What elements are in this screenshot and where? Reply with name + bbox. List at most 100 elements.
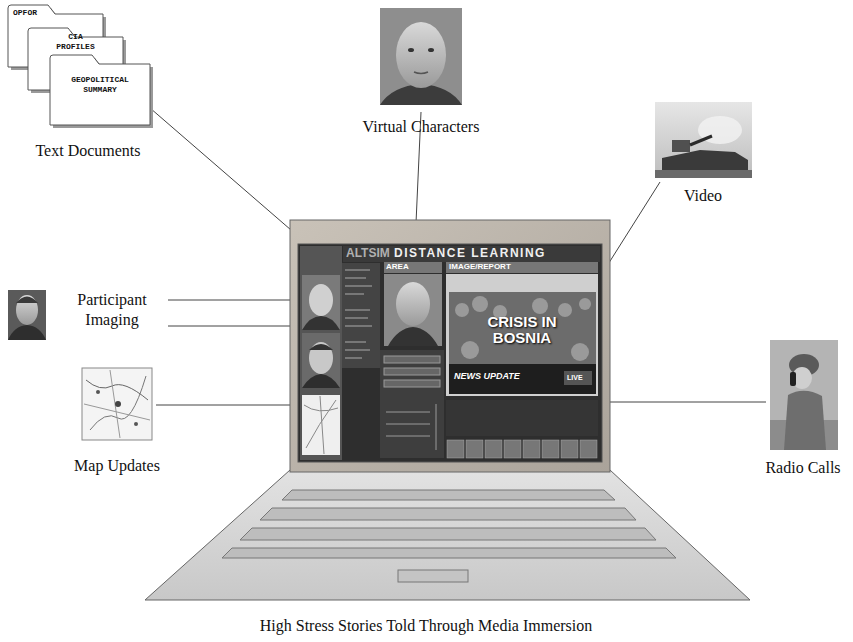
laptop-screen [345, 277, 366, 279]
video-photo [655, 170, 752, 178]
laptop-screen [342, 263, 380, 368]
laptop-screen [447, 440, 464, 458]
leader-line [168, 326, 304, 327]
folder-shape [50, 55, 150, 125]
laptop-screen [290, 220, 610, 472]
laptop-screen [298, 244, 602, 462]
laptop-screen [523, 440, 540, 458]
participant-photo [8, 290, 46, 340]
laptop-screen [384, 356, 440, 363]
laptop-screen [345, 270, 372, 358]
screen-title: DISTANCE LEARNING [394, 247, 546, 260]
portrait-photo [408, 48, 414, 52]
laptop-screen [384, 380, 440, 387]
laptop-screen [579, 298, 591, 310]
portrait-photo [414, 72, 428, 74]
media-label: Participant Imaging [60, 290, 164, 330]
laptop-screen [309, 284, 333, 316]
news-banner: NEWS UPDATE [454, 372, 520, 381]
laptop-screen [345, 309, 370, 311]
video-photo [655, 102, 752, 178]
media-label: Map Updates [74, 456, 160, 476]
laptop-screen [396, 282, 430, 326]
laptop-screen [571, 343, 589, 361]
laptop-screen [386, 436, 430, 437]
laptop-screen [446, 262, 598, 273]
laptop-screen [384, 274, 442, 346]
laptop-screen [449, 364, 596, 394]
video-photo [672, 140, 690, 152]
laptop-screen [466, 440, 483, 458]
leader-line [156, 405, 304, 406]
video-photo [690, 136, 712, 145]
laptop-screen [388, 327, 438, 346]
laptop-screen [561, 440, 578, 458]
portrait-photo [380, 8, 462, 105]
laptop-screen [309, 342, 333, 374]
laptop-base [145, 470, 750, 600]
laptop-screen [345, 293, 364, 295]
laptop-screen [302, 333, 340, 388]
laptop-base [222, 548, 676, 558]
laptop-screen [580, 440, 597, 458]
laptop-screen [532, 298, 548, 314]
laptop-screen [384, 356, 440, 450]
laptop-screen [345, 357, 362, 359]
laptop-screen [436, 404, 437, 450]
laptop-base [282, 490, 615, 500]
laptop-screen [302, 316, 340, 330]
media-label: Radio Calls [765, 458, 840, 478]
participant-photo [8, 290, 46, 340]
radio-photo [770, 340, 838, 450]
portrait-photo [396, 22, 446, 88]
folder-title: CIA PROFILES [53, 28, 98, 52]
folder-title: GEOPOLITICAL SUMMARY [65, 55, 135, 95]
video-photo [655, 102, 752, 178]
radio-photo [770, 340, 838, 450]
laptop-screen [345, 317, 368, 319]
portrait-photo [428, 48, 434, 52]
figure-caption: High Stress Stories Told Through Media I… [260, 616, 593, 636]
laptop-screen [302, 395, 340, 455]
laptop-screen [345, 341, 366, 343]
laptop-screen [485, 440, 502, 458]
participant-photo [16, 295, 38, 325]
laptop-screen [345, 269, 370, 271]
laptop-screen [343, 246, 600, 262]
laptop-screen [447, 440, 597, 458]
radio-photo [784, 391, 826, 450]
laptop-screen [302, 275, 340, 330]
screen-title: ALTSIM [346, 247, 390, 260]
media-label: Video [684, 186, 722, 206]
laptop-screen [558, 303, 572, 317]
portrait-photo [380, 8, 462, 105]
media-label: Virtual Characters [363, 117, 480, 137]
laptop-screen [461, 341, 479, 359]
participant-photo [16, 297, 38, 304]
map-icon [96, 390, 100, 394]
radio-photo [790, 372, 796, 386]
laptop-screen [446, 400, 598, 436]
laptop-base [398, 570, 468, 582]
laptop-screen [300, 246, 342, 460]
laptop-screen [455, 296, 591, 361]
map-icon [115, 401, 121, 407]
participant-photo [8, 325, 46, 340]
map-icon [82, 368, 152, 440]
laptop-base [260, 508, 636, 520]
map-icon [134, 422, 138, 426]
laptop-screen [542, 440, 559, 458]
laptop-screen [564, 371, 592, 385]
laptop-base [240, 528, 656, 540]
laptop-screen [380, 350, 444, 458]
laptop-screen [384, 368, 440, 375]
laptop-screen [449, 292, 596, 394]
panel-header: IMAGE/REPORT [449, 263, 511, 271]
folder-card: GEOPOLITICAL SUMMARY [50, 55, 150, 125]
laptop-base [145, 470, 750, 600]
folder-title: OPFOR [13, 5, 53, 18]
map-icon [82, 368, 152, 440]
map-icon [110, 370, 120, 438]
panel-header: AREA [386, 263, 409, 271]
